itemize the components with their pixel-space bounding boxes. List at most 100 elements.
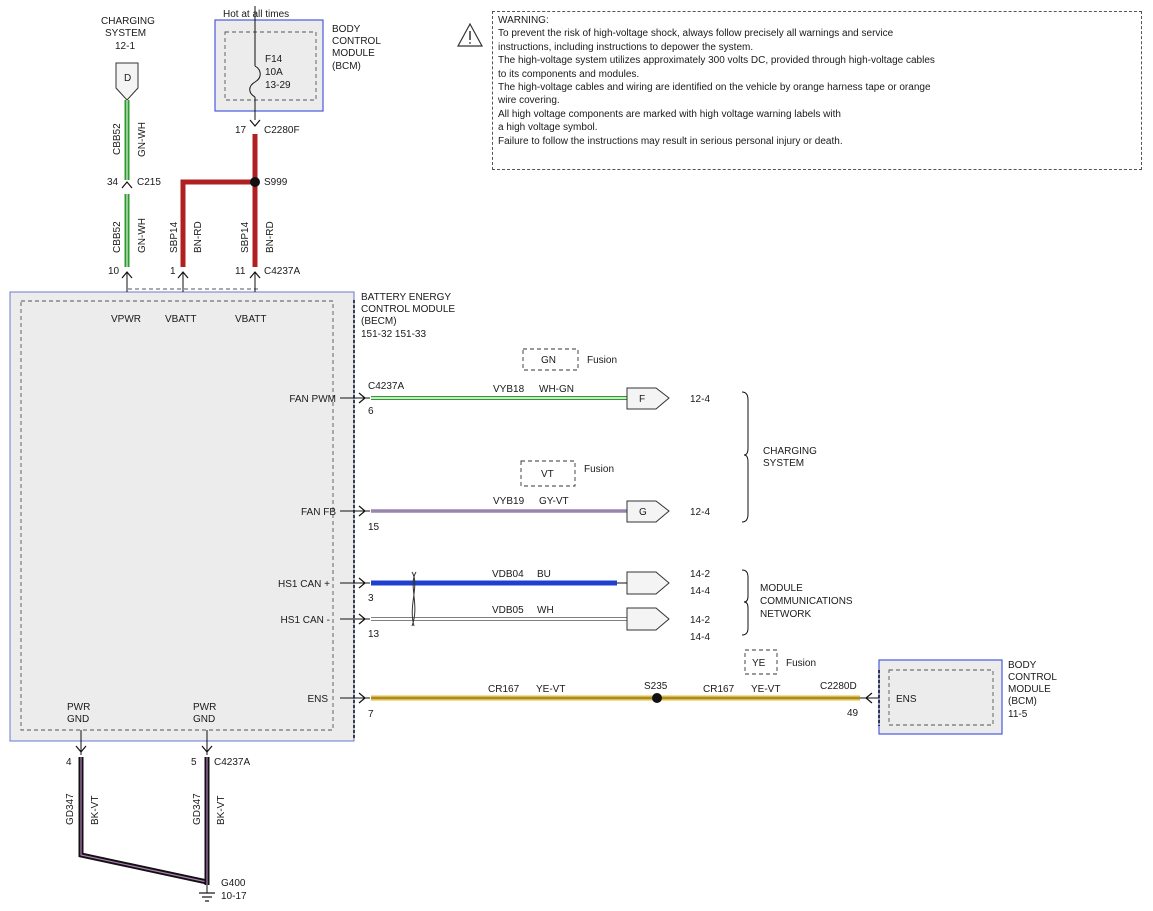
bcm-right-title-3: MODULE: [1008, 684, 1051, 695]
wire-sbp14-left-circuit: SBP14: [169, 221, 180, 253]
charging-system-right-1: CHARGING: [763, 446, 817, 457]
bcm-top-title-2: CONTROL: [332, 36, 381, 47]
pin-11: 11: [235, 266, 246, 277]
connector-arrow-icon: [249, 119, 261, 127]
fusion-tag-vt-text: VT: [541, 469, 554, 480]
fuse-number: F14: [265, 54, 283, 65]
network-label-1: MODULE: [760, 583, 803, 594]
warning-line: All high voltage components are marked w…: [498, 108, 841, 120]
fusion-tag-gn: [522, 348, 579, 371]
twisted-pair-icon: [411, 571, 417, 627]
bcm-right-ens: ENS: [896, 694, 917, 705]
bcm-top-title-3: MODULE: [332, 48, 375, 59]
hot-at-all-times: Hot at all times: [223, 9, 289, 20]
charging-system-label-1: CHARGING: [101, 16, 155, 27]
connector-arrow-icon: [358, 692, 366, 704]
fusion-label-vt: Fusion: [584, 464, 614, 475]
splice-s999: [250, 177, 260, 187]
bcm-top-module: [214, 19, 324, 112]
warning-line: to its components and modules.: [498, 68, 640, 80]
connector-can-plus-shape: [626, 571, 670, 595]
network-brace: [741, 569, 749, 636]
connector-g-letter: G: [639, 507, 647, 518]
pin-34: 34: [107, 177, 119, 188]
becm-title-1: BATTERY ENERGY: [361, 292, 451, 303]
pin-1: 1: [170, 266, 176, 277]
warning-text: WARNING: To prevent the risk of high-vol…: [498, 14, 935, 148]
connector-arrow-icon: [201, 745, 213, 753]
wire-sbp14-left-color: BN-RD: [193, 221, 204, 253]
pin-17: 17: [235, 125, 247, 136]
wire-cbb52-color-lower: GN-WH: [137, 218, 148, 253]
pin-label-vbatt-1: VBATT: [165, 314, 196, 325]
wire-cbb52-circuit-upper: CBB52: [112, 123, 123, 155]
wire-cr167-left-color: YE-VT: [536, 684, 565, 695]
warning-triangle-icon: [456, 22, 484, 47]
wire-cbb52-circuit-lower: CBB52: [112, 221, 123, 253]
connector-c4237a-bottom: C4237A: [214, 757, 250, 768]
fuse-icon: [249, 65, 261, 98]
splice-s235-label: S235: [644, 681, 668, 692]
pin-label-fan-pwm: FAN PWM: [289, 394, 336, 405]
pin-label-ens: ENS: [307, 694, 328, 705]
fusion-tag-ye-text: YE: [752, 658, 766, 669]
pin-label-vbatt-2: VBATT: [235, 314, 266, 325]
pin-5: 5: [191, 757, 197, 768]
wire-cr167-right-circuit: CR167: [703, 684, 735, 695]
warning-line: wire covering.: [498, 95, 560, 107]
wire-gd347-right-circuit: GD347: [192, 793, 203, 825]
ref-fan-pwm: 12-4: [690, 394, 710, 405]
pin-label-gnd-1: GND: [67, 714, 89, 725]
fusion-tag-gn-text: GN: [541, 355, 556, 366]
becm-title-2: CONTROL MODULE: [361, 304, 455, 315]
ref-can-minus-2: 14-4: [690, 632, 710, 643]
bcm-right-ref: 11-5: [1008, 709, 1028, 720]
bcm-right-title-2: CONTROL: [1008, 672, 1057, 683]
wire-vyb19-color: GY-VT: [539, 496, 569, 507]
network-label-3: NETWORK: [760, 609, 811, 620]
splice-s235: [652, 693, 662, 703]
fusion-tag-vt: [520, 460, 576, 487]
pin-6: 6: [368, 406, 374, 417]
bcm-right-inner: [888, 669, 994, 726]
wire-gd347-right-color: BK-VT: [216, 796, 227, 825]
warning-line: To prevent the risk of high-voltage shoc…: [498, 28, 894, 40]
pin-label-can-plus: HS1 CAN +: [278, 579, 330, 590]
splice-s999-label: S999: [264, 177, 288, 188]
connector-arrow-icon: [75, 745, 87, 753]
bcm-right-module: [878, 659, 1003, 735]
wire-sbp14-right-color: BN-RD: [265, 221, 276, 253]
warning-line: a high voltage symbol.: [498, 122, 598, 134]
pin-label-pwr-1: PWR: [67, 702, 90, 713]
fuse-amps: 10A: [265, 67, 283, 78]
pin-3: 3: [368, 593, 374, 604]
connector-arrow-icon: [358, 505, 366, 517]
connector-arrow-icon: [358, 613, 366, 625]
connector-can-minus-shape: [626, 607, 670, 631]
fuse-ref: 13-29: [265, 80, 291, 91]
warning-line: Failure to follow the instructions may r…: [498, 135, 843, 147]
connector-c2280d: C2280D: [820, 681, 857, 692]
connector-arrow-icon: [358, 577, 366, 589]
warning-line: The high-voltage cables and wiring are i…: [498, 82, 931, 94]
wire-sbp14-left: [180, 179, 255, 267]
connector-c4237a-right: C4237A: [368, 381, 404, 392]
warning-line: WARNING:: [498, 15, 549, 26]
wire-vdb04-color: BU: [537, 569, 551, 580]
becm-title-3: (BECM): [361, 316, 397, 327]
bcm-right-title-1: BODY: [1008, 660, 1037, 671]
connector-arrow-icon: [358, 392, 366, 404]
fusion-label-ye: Fusion: [786, 658, 816, 669]
wire-cbb52-color-upper: GN-WH: [137, 122, 148, 157]
wire-sbp14-right-circuit: SBP14: [240, 221, 251, 253]
becm-refs: 151-32 151-33: [361, 329, 426, 340]
bcm-top-title-4: (BCM): [332, 61, 361, 72]
bcm-top-inner: [224, 31, 317, 101]
pin-7: 7: [368, 709, 374, 720]
pin-15: 15: [368, 522, 380, 533]
pin-13: 13: [368, 629, 380, 640]
connector-f-shape: [626, 387, 670, 410]
fusion-label-gn: Fusion: [587, 355, 617, 366]
wire-vdb05-circuit: VDB05: [492, 605, 524, 616]
